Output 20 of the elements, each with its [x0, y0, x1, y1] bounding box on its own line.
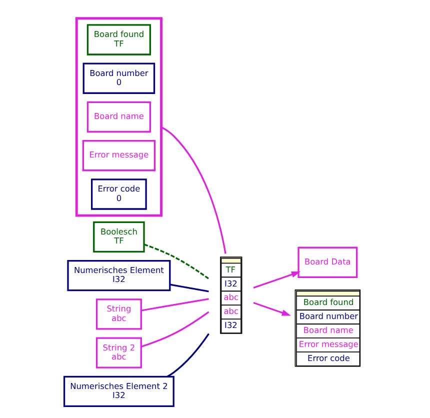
node-box: Boolesch TF	[92, 221, 144, 253]
connector	[140, 298, 208, 312]
node-box: Board found TF	[86, 24, 150, 56]
node-box: Board number 0	[82, 62, 155, 94]
connector	[170, 284, 208, 292]
connector	[140, 311, 209, 348]
node-box: Numerisches Element I32	[66, 260, 170, 292]
node-box: Numerisches Element 2 I32	[62, 376, 174, 408]
node-box: String abc	[95, 298, 142, 330]
node-box: Error code 0	[90, 178, 146, 210]
connector	[160, 126, 226, 254]
node-box: Board Data	[297, 246, 358, 278]
cluster	[74, 17, 162, 217]
node-box: Board name	[86, 101, 150, 133]
node-box: Error message	[82, 140, 155, 172]
arrow	[252, 302, 290, 316]
node-box: String 2 abc	[95, 337, 142, 368]
connector	[166, 333, 209, 378]
arrow	[252, 272, 300, 289]
connector	[143, 244, 209, 280]
